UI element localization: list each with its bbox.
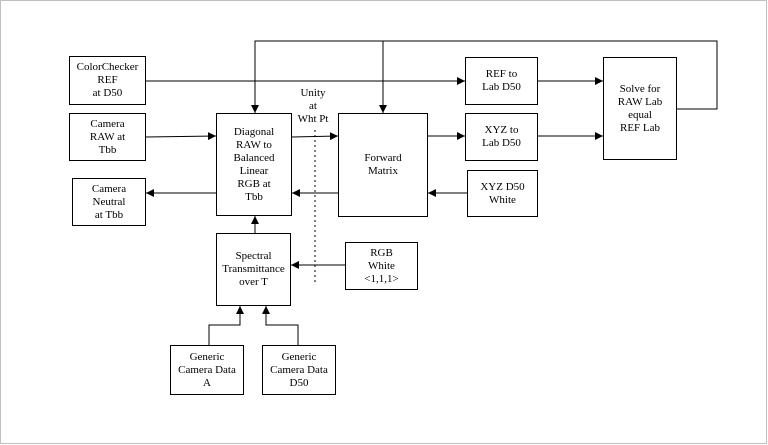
box-line: ColorChecker — [76, 61, 139, 73]
unity-white-point-label: Unity at Wht Pt — [288, 87, 338, 126]
box-line: RAW at — [89, 130, 126, 143]
box-line: RGB at — [237, 177, 271, 190]
box-line: REF — [97, 74, 118, 86]
box-line: D50 — [289, 376, 309, 389]
forward-matrix-box: Forward Matrix — [338, 113, 428, 217]
box-line: over T — [239, 276, 268, 288]
box-line: <1,1,1> — [364, 272, 399, 285]
box-line: Camera — [91, 182, 127, 195]
arrow-generic-a-to-spectral — [208, 306, 244, 345]
box-line: Camera Data — [178, 363, 236, 376]
box-line: Solve for — [619, 82, 661, 95]
box-line: White — [489, 193, 516, 206]
box-line: Matrix — [368, 165, 398, 177]
box-line: RAW Lab — [617, 95, 663, 108]
feedback-loop — [251, 40, 718, 113]
box-line: Lab D50 — [482, 137, 521, 149]
box-line: Generic — [281, 350, 317, 363]
box-line: Camera Data — [270, 363, 328, 376]
box-line: REF Lab — [619, 121, 661, 134]
solve-raw-lab-box: Solve for RAW Lab equal REF Lab — [603, 57, 677, 160]
camera-raw-box: Camera RAW at Tbb — [69, 113, 146, 161]
ref-to-lab-box: REF to Lab D50 — [465, 57, 538, 105]
box-line: Diagonal — [233, 125, 275, 138]
box-line: Tbb — [245, 190, 263, 203]
box-line: XYZ D50 — [480, 180, 525, 193]
xyz-d50-white-box: XYZ D50 White — [467, 170, 538, 217]
box-line: Spectral — [235, 250, 272, 262]
box-line: Transmittance — [222, 263, 285, 275]
box-line: A — [203, 376, 211, 389]
box-line: Balanced — [233, 151, 275, 164]
note-line: Unity — [300, 87, 326, 99]
box-line: White — [368, 259, 395, 272]
box-line: REF to — [485, 68, 518, 80]
box-line: RAW to — [236, 138, 272, 151]
box-line: RGB — [370, 246, 393, 259]
box-line: at D50 — [92, 87, 123, 99]
box-line: Tbb — [98, 143, 117, 156]
note-line: at — [309, 100, 317, 112]
arrow-camera-raw-to-diagonal — [145, 132, 217, 141]
box-line: equal — [628, 108, 652, 121]
arrow-generic-d50-to-spectral — [262, 306, 299, 345]
box-line: XYZ to — [484, 124, 519, 136]
box-line: Linear — [239, 164, 269, 177]
box-line: Camera — [90, 117, 125, 130]
box-line: Neutral — [92, 195, 126, 208]
box-line: at Tbb — [94, 208, 124, 221]
box-line: Forward — [364, 152, 402, 164]
colorchecker-ref-box: ColorChecker REF at D50 — [69, 56, 146, 105]
box-line: Generic — [189, 350, 225, 363]
generic-camera-a-box: Generic Camera Data A — [170, 345, 244, 395]
note-line: Wht Pt — [297, 113, 329, 125]
spectral-transmittance-box: Spectral Transmittance over T — [216, 233, 291, 306]
generic-camera-d50-box: Generic Camera Data D50 — [262, 345, 336, 395]
diagonal-raw-box: Diagonal RAW to Balanced Linear RGB at T… — [216, 113, 292, 216]
rgb-white-box: RGB White <1,1,1> — [345, 242, 418, 290]
box-line: Lab D50 — [482, 81, 521, 93]
camera-neutral-box: Camera Neutral at Tbb — [72, 178, 146, 226]
xyz-to-lab-box: XYZ to Lab D50 — [465, 113, 538, 161]
